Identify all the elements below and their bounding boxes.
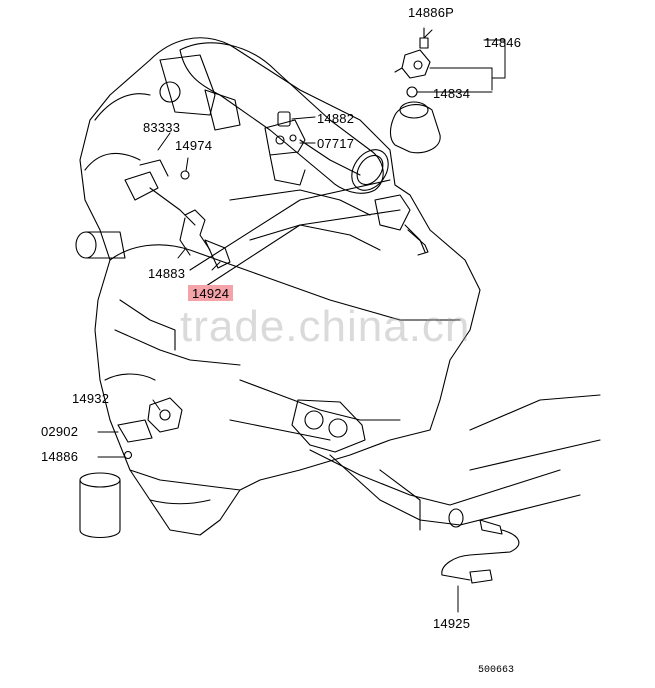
harness-14883 bbox=[179, 209, 231, 269]
crank-sensor-14846 bbox=[394, 27, 431, 98]
sensor-14932 bbox=[117, 397, 183, 460]
exhaust-pipe bbox=[309, 394, 601, 531]
water-outlet-fitting bbox=[389, 101, 441, 256]
oil-filter bbox=[79, 472, 121, 539]
sensor-14882-bracket bbox=[264, 111, 306, 186]
label-14974: 14974 bbox=[175, 138, 213, 153]
label-14882: 14882 bbox=[317, 111, 355, 126]
leader-lines bbox=[97, 29, 506, 613]
drawing-number: 500663 bbox=[478, 665, 515, 676]
label-07717: 07717 bbox=[317, 136, 355, 151]
label-14924-highlighted: 14924 bbox=[188, 285, 234, 301]
label-83333: 83333 bbox=[143, 120, 181, 135]
label-14834: 14834 bbox=[433, 86, 471, 101]
label-14932: 14932 bbox=[72, 391, 110, 406]
connector-83333 bbox=[124, 159, 196, 226]
oxygen-sensor-14925 bbox=[441, 519, 520, 584]
label-02902: 02902 bbox=[41, 424, 79, 439]
intake-elbow bbox=[159, 42, 389, 194]
exhaust-flange bbox=[291, 399, 366, 453]
watermark: trade.china.cn bbox=[180, 302, 471, 351]
label-14886P: 14886P bbox=[408, 5, 455, 20]
thermostat-pipe bbox=[75, 231, 126, 259]
label-14883: 14883 bbox=[148, 266, 186, 281]
label-14846: 14846 bbox=[484, 35, 522, 50]
label-14886: 14886 bbox=[41, 449, 79, 464]
label-14925: 14925 bbox=[433, 616, 471, 631]
